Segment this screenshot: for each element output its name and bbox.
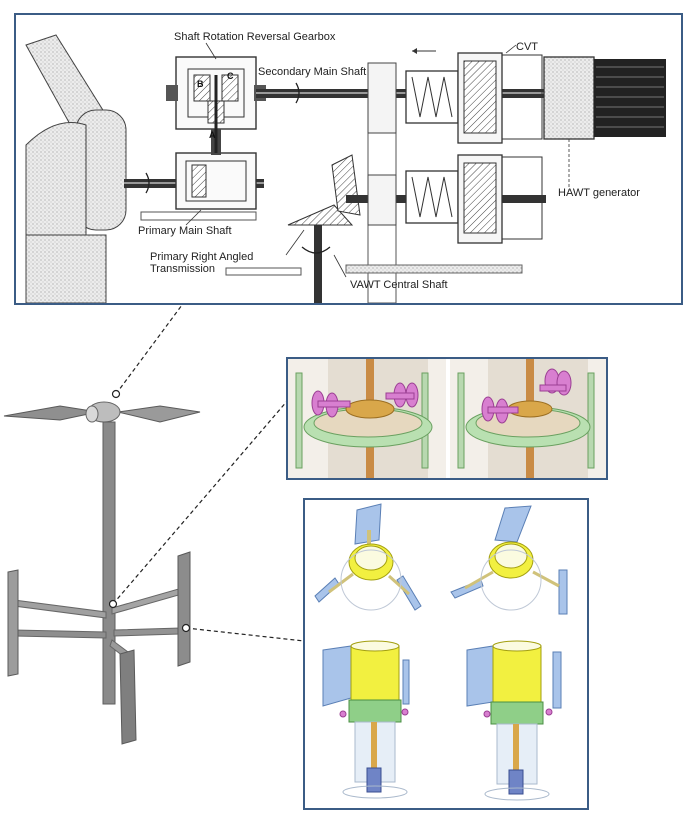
- gear-a-label: A: [209, 130, 216, 140]
- gear-b-label: B: [197, 79, 204, 89]
- mechanism-side-view-right: [467, 641, 561, 800]
- mechanism-side-view-left: [323, 641, 409, 798]
- turbine-tower: [103, 422, 115, 704]
- mechanism-top-view-left: [315, 504, 421, 610]
- blade-mechanism-render-panel: [303, 498, 589, 810]
- label-hawt-generator: HAWT generator: [558, 187, 640, 199]
- marker-transmission: [110, 601, 117, 608]
- gearbox-schematic-panel: B C A: [14, 13, 683, 305]
- label-right-angle: Primary Right Angled Transmission: [150, 251, 253, 275]
- nacelle-sketch: [26, 35, 126, 303]
- label-vawt-shaft: VAWT Central Shaft: [350, 279, 448, 291]
- vawt-rotor: [8, 552, 190, 744]
- marker-blade-mechanism: [183, 625, 190, 632]
- hawt-rotor: [4, 402, 200, 422]
- label-cvt: CVT: [516, 41, 538, 53]
- cvt-unit: [406, 48, 542, 243]
- mechanism-top-view-right: [451, 506, 567, 614]
- label-gearbox: Shaft Rotation Reversal Gearbox: [174, 31, 335, 43]
- reversal-gearbox: B C A: [166, 57, 266, 209]
- transmission-render-panel: [286, 357, 608, 480]
- gearbox-schematic-drawing: B C A: [16, 15, 681, 303]
- leader-transmission: [113, 400, 288, 604]
- blade-mechanism-render-drawing: [305, 500, 587, 808]
- transmission-render-drawing: [288, 359, 606, 478]
- hawt-generator: [544, 57, 666, 139]
- label-primary-shaft: Primary Main Shaft: [138, 225, 232, 237]
- marker-nacelle: [113, 391, 120, 398]
- label-secondary-shaft: Secondary Main Shaft: [258, 66, 366, 78]
- leader-blade-mechanism: [186, 628, 304, 641]
- leader-nacelle: [116, 305, 182, 394]
- gear-c-label: C: [227, 71, 234, 81]
